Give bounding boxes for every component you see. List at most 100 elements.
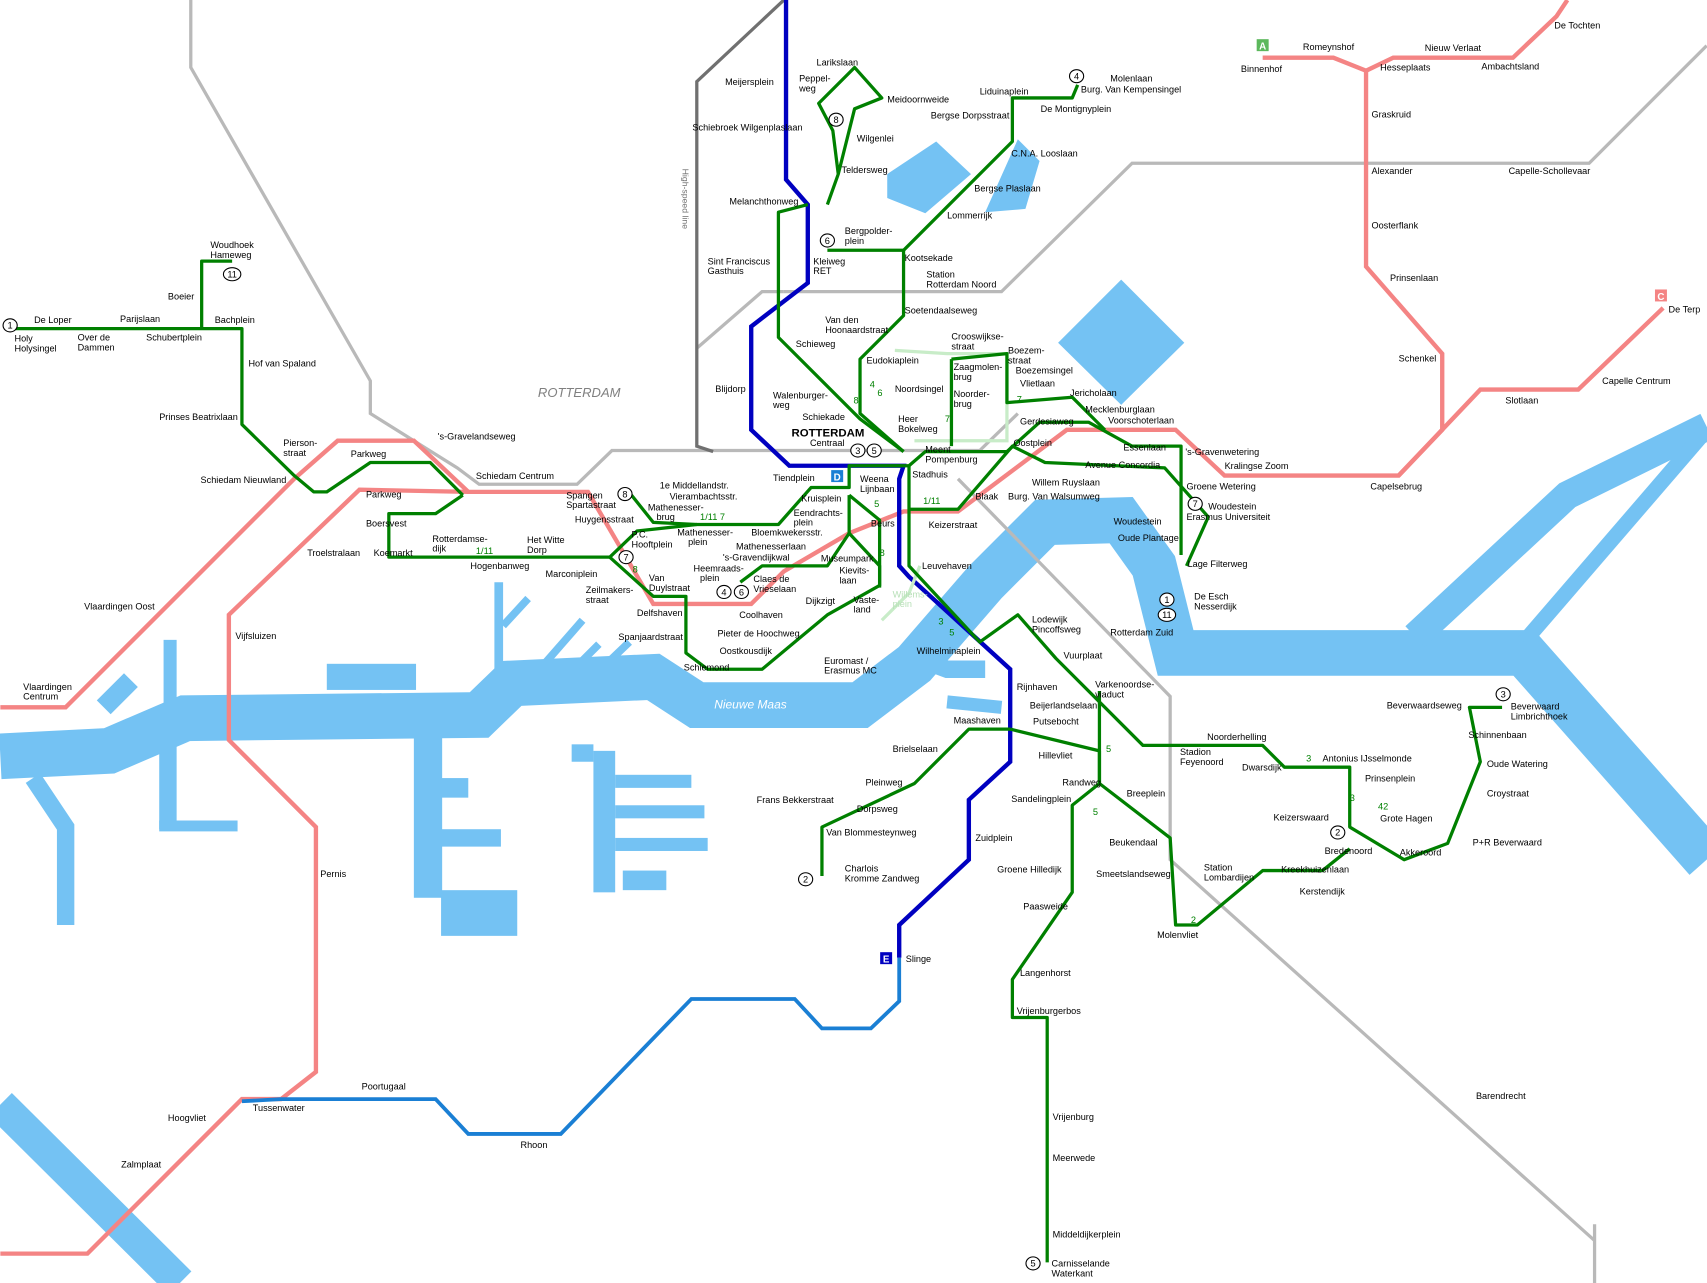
station-label: Vrijenburg: [1053, 1112, 1094, 1122]
station-label: Erasmus MC: [824, 666, 877, 676]
station-label: Dorp: [527, 545, 547, 555]
line-number-circle: [850, 443, 866, 458]
station-label: Tiendplein: [773, 473, 815, 483]
station-label: Vlietlaan: [1020, 378, 1055, 388]
station-label: Vuurplaat: [1064, 650, 1103, 660]
station-label: Grote Hagen: [1380, 814, 1432, 824]
station-label: Museumpark: [821, 554, 874, 564]
station-label: Maashaven: [954, 716, 1001, 726]
station-label: Centrum: [23, 692, 58, 702]
station-label: Oostkousdijk: [720, 646, 773, 656]
station-label: Meent: [925, 445, 951, 455]
station-label: Varkenoordse-: [1095, 680, 1154, 690]
track-line-label: 5: [1106, 744, 1111, 754]
station-label: Graskruid: [1371, 110, 1411, 120]
station-label: Hoogvliet: [168, 1113, 207, 1123]
station-label: Mathenesserlaan: [736, 542, 806, 552]
station-label: Van den: [825, 315, 858, 325]
station-label: brug: [657, 512, 675, 522]
station-label: Stadion: [1180, 747, 1211, 757]
station-label: Liduinaplein: [980, 87, 1029, 97]
station-label: Wilgenlei: [857, 133, 894, 143]
station-label: Dammen: [78, 342, 115, 352]
station-label: RET: [813, 266, 832, 276]
station-label: Claes de: [753, 574, 789, 584]
station-label: Centraal: [810, 438, 845, 448]
station-label: Lommerrijk: [947, 211, 993, 221]
line-number: 6: [739, 587, 744, 597]
station-label: Dijkzigt: [806, 596, 836, 606]
station-label: Rotterdam Noord: [926, 279, 996, 289]
track-line-label: 3: [1350, 793, 1355, 803]
station-label: Van Blommesteynweg: [826, 828, 916, 838]
station-label: Zuidplein: [975, 833, 1012, 843]
station-label: Lombardijen: [1204, 872, 1254, 882]
track-line-label: 2: [1191, 915, 1196, 925]
station-label: Poortugaal: [362, 1081, 406, 1091]
track-line-label: 1/11: [923, 496, 940, 506]
station-label: straat: [283, 448, 306, 458]
station-label: Beverwaard: [1511, 702, 1560, 712]
station-label: Rotterdamse-: [432, 534, 487, 544]
station-label: Bloemkwekersstr.: [751, 527, 823, 537]
line-badge-d: D: [831, 470, 844, 483]
station-label: Prinsenplein: [1365, 773, 1415, 783]
station-label: De Montignyplein: [1041, 104, 1112, 114]
station-label: Keizerswaard: [1274, 813, 1329, 823]
station-label: Schiebroek Wilgenplaslaan: [692, 123, 802, 133]
track-line-label: 5: [1093, 807, 1098, 817]
station-label: Nesserdijk: [1194, 601, 1237, 611]
station-label: Eudokiaplein: [867, 355, 919, 365]
station-label: Heer: [898, 414, 918, 424]
station-label: Meijersplein: [725, 77, 774, 87]
station-label: Langenhorst: [1020, 968, 1071, 978]
station-label: Huygensstraat: [575, 514, 634, 524]
station-label: Spangen: [566, 490, 603, 500]
station-label: Vrijenburgerbos: [1017, 1006, 1082, 1016]
station-label: Boeier: [168, 291, 194, 301]
station-label: Putsebocht: [1033, 717, 1079, 727]
station-label: Kleiweg: [813, 256, 845, 266]
station-label: Pincoffsweg: [1032, 624, 1081, 634]
line-number-circle: [1330, 825, 1346, 840]
station-label: 's-Gravendijkwal: [723, 552, 790, 562]
station-label: straat: [586, 595, 609, 605]
station-label: Feyenoord: [1180, 757, 1224, 767]
station-label: Essenlaan: [1123, 443, 1166, 453]
station-label: Antonius IJsselmonde: [1323, 754, 1412, 764]
station-label: Vijfsluizen: [235, 631, 276, 641]
line-badge-box: [831, 470, 844, 483]
line-number-circle: [866, 443, 882, 458]
station-label: Schieweg: [796, 339, 836, 349]
station-label: Barendrecht: [1476, 1091, 1526, 1101]
station-label: Paasweide: [1023, 902, 1068, 912]
track-line-label: 8: [854, 396, 859, 406]
station-label: Nieuw Verlaat: [1425, 43, 1482, 53]
station-label: laan: [839, 575, 856, 585]
station-label: Weena: [860, 474, 890, 484]
line-number-circle: [1068, 69, 1085, 84]
station-label: straat: [1008, 355, 1031, 365]
station-label: Pieter de Hoochweg: [717, 629, 799, 639]
track-line-label: 5: [874, 499, 879, 509]
line-number-circle: [716, 584, 732, 600]
station-label: brug: [954, 399, 972, 409]
station-label: Parkweg: [351, 449, 387, 459]
line-badge-text: D: [834, 472, 841, 483]
station-label: Schiekade: [802, 412, 845, 422]
station-label: Kruisplein: [801, 494, 841, 504]
station-label: Jericholaan: [1070, 388, 1117, 398]
station-label: Rijnhaven: [1017, 682, 1058, 692]
station-label: Over de: [78, 333, 110, 343]
station-label: Parijslaan: [120, 314, 160, 324]
station-label: Schiemond: [684, 662, 730, 672]
station-label: Wilhelminaplein: [917, 646, 981, 656]
station-label: Zalmplaat: [121, 1160, 162, 1170]
station-label: Vlaardingen: [23, 682, 72, 692]
station-label: Holy: [14, 334, 33, 344]
line-number-circle: [1157, 607, 1177, 622]
station-label: Vierambachtsstr.: [670, 491, 738, 501]
track-line-label: 8: [880, 548, 885, 558]
